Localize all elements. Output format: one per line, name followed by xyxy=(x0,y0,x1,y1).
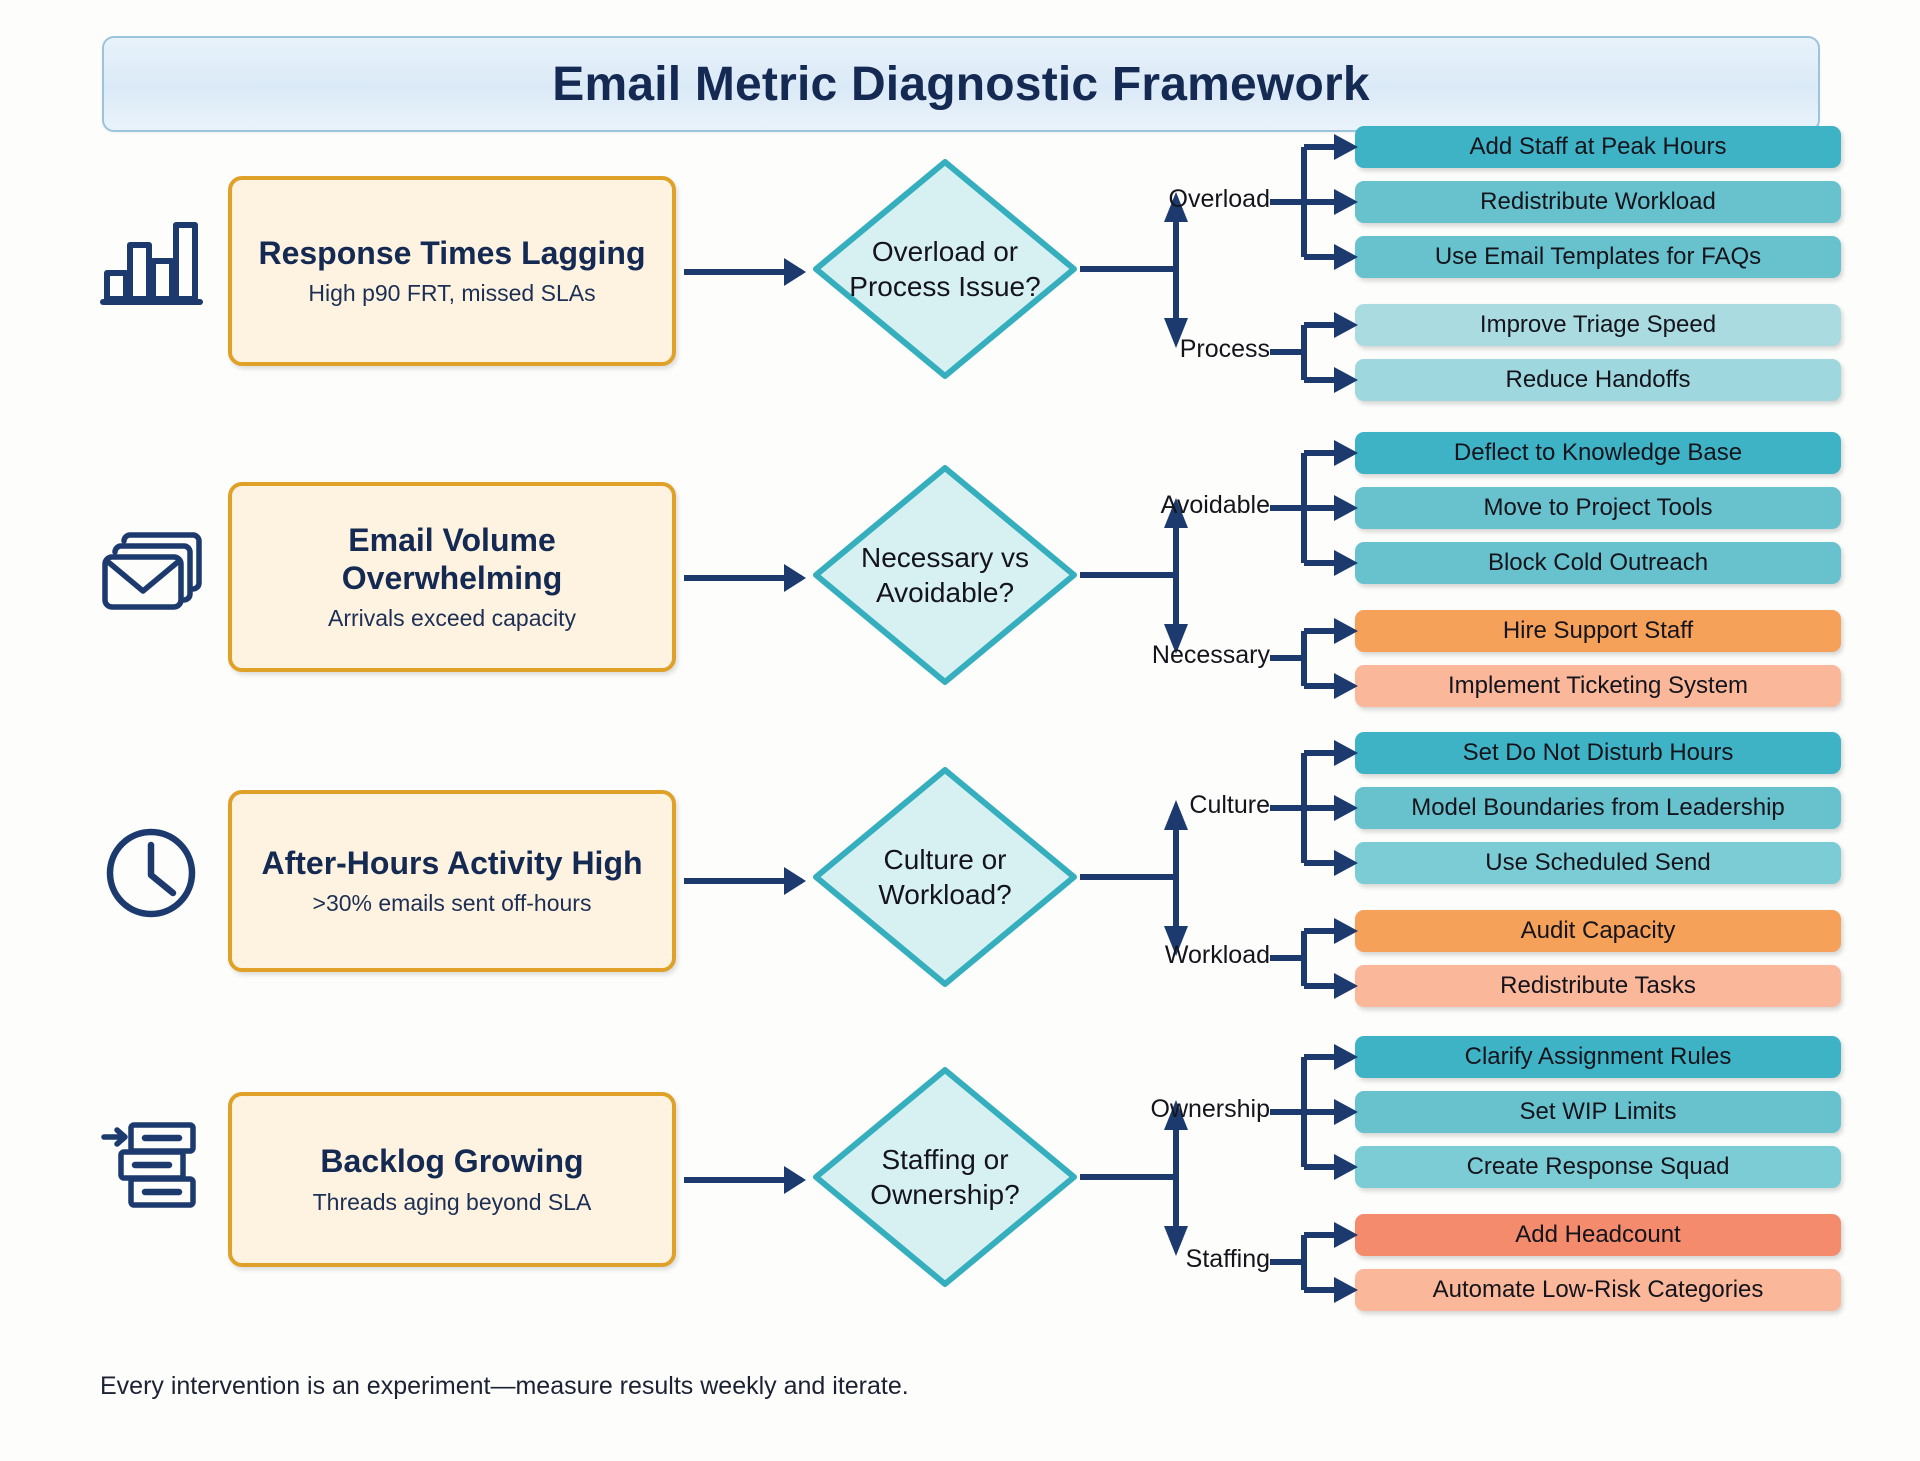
branch-label-bottom: Necessary xyxy=(1151,641,1270,669)
outcome-box[interactable]: Deflect to Knowledge Base xyxy=(1355,432,1841,474)
problem-card[interactable]: After-Hours Activity High >30% emails sen… xyxy=(228,790,676,972)
decision-label: Staffing or Ownership? xyxy=(870,1144,1020,1210)
branch-label-top: Ownership xyxy=(1150,1095,1271,1123)
outcome-box[interactable]: Clarify Assignment Rules xyxy=(1355,1036,1841,1078)
problem-subtitle: >30% emails sent off-hours xyxy=(312,890,592,917)
outcome-box[interactable]: Use Email Templates for FAQs xyxy=(1355,236,1841,278)
outcome-box[interactable]: Add Staff at Peak Hours xyxy=(1355,126,1841,168)
outcome-box[interactable]: Use Scheduled Send xyxy=(1355,842,1841,884)
outcome-box[interactable]: Add Headcount xyxy=(1355,1214,1841,1256)
decision-diamond[interactable]: Culture or Workload? xyxy=(810,764,1080,990)
decision-diamond[interactable]: Staffing or Ownership? xyxy=(810,1064,1080,1290)
branch-connector xyxy=(1080,156,1280,406)
decision-label: Overload or Process Issue? xyxy=(849,236,1041,302)
problem-subtitle: High p90 FRT, missed SLAs xyxy=(308,280,596,307)
problem-title: After-Hours Activity High xyxy=(261,844,643,881)
decision-diamond[interactable]: Overload or Process Issue? xyxy=(810,156,1080,382)
backlog-queue-icon xyxy=(96,1110,206,1220)
diagnostic-row: After-Hours Activity High >30% emails sen… xyxy=(0,732,1920,1030)
branch-label-top: Avoidable xyxy=(1160,491,1270,519)
arrow-card-to-decision xyxy=(684,258,806,286)
arrow-card-to-decision xyxy=(684,1166,806,1194)
clock-icon xyxy=(96,818,206,928)
stacked-envelopes-icon xyxy=(96,512,206,622)
outcome-box[interactable]: Move to Project Tools xyxy=(1355,487,1841,529)
branch-label-top: Overload xyxy=(1168,185,1270,213)
branch-connector xyxy=(1080,1064,1280,1314)
title-banner: Email Metric Diagnostic Framework xyxy=(102,36,1820,132)
outcome-box[interactable]: Implement Ticketing System xyxy=(1355,665,1841,707)
outcome-box[interactable]: Block Cold Outreach xyxy=(1355,542,1841,584)
outcome-box[interactable]: Improve Triage Speed xyxy=(1355,304,1841,346)
outcome-group-gap xyxy=(1355,1201,1855,1214)
bar-chart-icon xyxy=(96,206,206,316)
decision-diamond[interactable]: Necessary vs Avoidable? xyxy=(810,462,1080,688)
footer-note: Every intervention is an experiment—meas… xyxy=(100,1372,909,1400)
problem-title: Response Times Lagging xyxy=(258,234,646,271)
outcome-box[interactable]: Reduce Handoffs xyxy=(1355,359,1841,401)
decision-label: Culture or Workload? xyxy=(878,844,1012,910)
arrow-card-to-decision xyxy=(684,867,806,895)
decision-label: Necessary vs Avoidable? xyxy=(860,542,1030,608)
problem-subtitle: Threads aging beyond SLA xyxy=(312,1188,592,1215)
problem-title: Backlog Growing xyxy=(320,1143,584,1180)
outcome-group-gap xyxy=(1355,897,1855,910)
outcome-box[interactable]: Redistribute Workload xyxy=(1355,181,1841,223)
outcome-box[interactable]: Hire Support Staff xyxy=(1355,610,1841,652)
outcome-box[interactable]: Create Response Squad xyxy=(1355,1146,1841,1188)
problem-subtitle: Arrivals exceed capacity xyxy=(328,605,576,632)
arrow-card-to-decision xyxy=(684,564,806,592)
branch-label-bottom: Workload xyxy=(1164,941,1270,969)
problem-title: Email Volume Overwhelming xyxy=(341,521,563,596)
branch-label-bottom: Process xyxy=(1179,335,1270,363)
outcome-box[interactable]: Set WIP Limits xyxy=(1355,1091,1841,1133)
outcome-box[interactable]: Audit Capacity xyxy=(1355,910,1841,952)
outcome-group-gap xyxy=(1355,597,1855,610)
branch-label-bottom: Staffing xyxy=(1185,1245,1270,1273)
outcome-group-gap xyxy=(1355,291,1855,304)
outcome-box[interactable]: Set Do Not Disturb Hours xyxy=(1355,732,1841,774)
branch-connector xyxy=(1080,764,1280,1014)
branch-label-top: Culture xyxy=(1189,791,1270,819)
page-title: Email Metric Diagnostic Framework xyxy=(552,57,1370,111)
outcome-box[interactable]: Redistribute Tasks xyxy=(1355,965,1841,1007)
outcome-box[interactable]: Automate Low-Risk Categories xyxy=(1355,1269,1841,1311)
branch-connector xyxy=(1080,462,1280,712)
outcome-brackets xyxy=(1268,1036,1360,1461)
outcome-box[interactable]: Model Boundaries from Leadership xyxy=(1355,787,1841,829)
